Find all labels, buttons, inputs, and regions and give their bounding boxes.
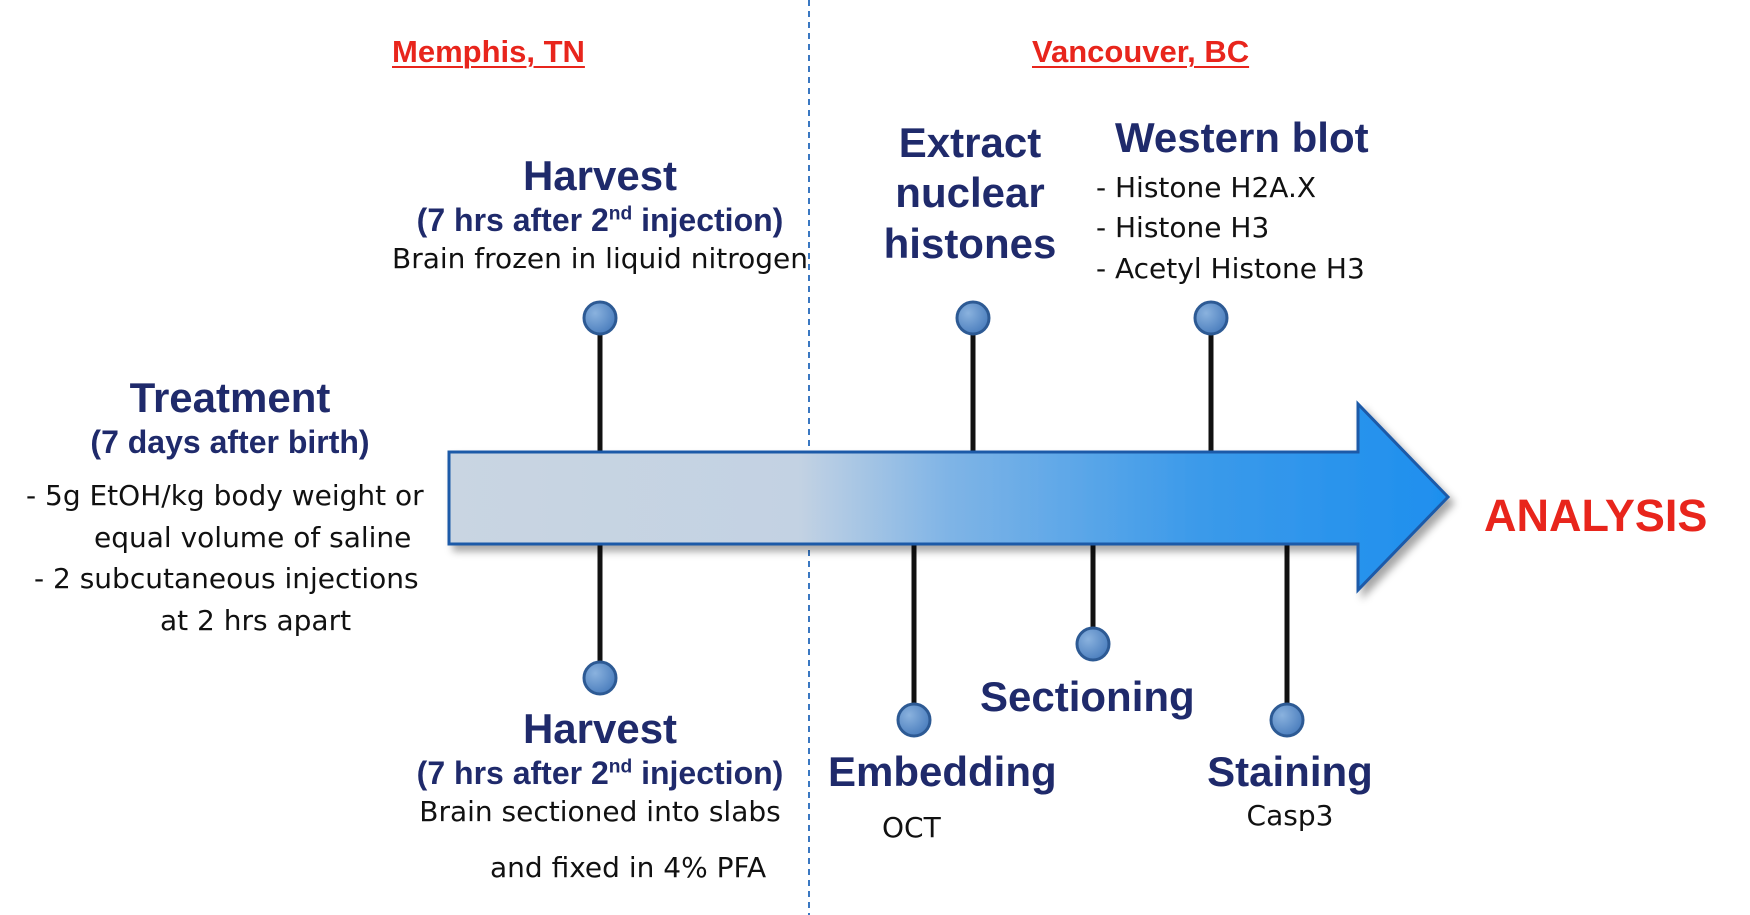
western-blot-title: Western blot: [1115, 114, 1369, 161]
location-memphis: Memphis, TN: [392, 34, 585, 69]
pin-harvest-bottom: [582, 540, 618, 696]
staining-block: Staining Casp3: [1180, 748, 1400, 832]
staining-title: Staining: [1207, 748, 1373, 795]
treatment-line-2: equal volume of saline: [94, 521, 412, 554]
treatment-line-4: at 2 hrs apart: [160, 604, 352, 637]
extract-line-3: histones: [883, 219, 1057, 267]
pin-harvest-top: [582, 300, 618, 455]
western-blot-item-2: - Histone H3: [1096, 211, 1270, 244]
harvest-bottom-detail-2: and fixed in 4% PFA: [490, 851, 767, 884]
harvest-bottom-title: Harvest: [522, 705, 678, 752]
pin-extract: [955, 300, 991, 455]
pin-staining: [1269, 540, 1305, 738]
embedding-detail: OCT: [882, 811, 941, 844]
harvest-top-title: Harvest: [522, 152, 678, 199]
treatment-subtitle: (7 days after birth): [90, 424, 370, 461]
treatment-line-3: - 2 subcutaneous injections: [34, 562, 419, 595]
analysis-label: ANALYSIS: [1484, 490, 1708, 541]
harvest-bottom-block: Harvest (7 hrs after 2nd injection) Brai…: [340, 705, 860, 828]
treatment-block: Treatment (7 days after birth): [0, 374, 460, 461]
treatment-title: Treatment: [129, 374, 331, 421]
harvest-bottom-detail-1: Brain sectioned into slabs: [419, 795, 781, 829]
pin-embedding: [896, 540, 932, 738]
harvest-top-detail: Brain frozen in liquid nitrogen: [392, 242, 808, 276]
embedding-title: Embedding: [828, 748, 1057, 795]
harvest-bottom-subtitle: (7 hrs after 2nd injection): [416, 755, 784, 792]
pin-western-blot: [1193, 300, 1229, 455]
harvest-top-block: Harvest (7 hrs after 2nd injection) Brai…: [340, 152, 860, 275]
extract-block: Extract nuclear histones: [850, 118, 1090, 269]
location-vancouver: Vancouver, BC: [1032, 34, 1250, 69]
harvest-top-subtitle: (7 hrs after 2nd injection): [416, 202, 784, 239]
staining-detail: Casp3: [1246, 799, 1334, 833]
extract-line-2: nuclear: [895, 169, 1045, 217]
treatment-line-1: - 5g EtOH/kg body weight or: [26, 479, 424, 512]
timeline-arrow: [447, 400, 1451, 594]
pin-sectioning: [1075, 540, 1111, 662]
sectioning-title: Sectioning: [980, 673, 1195, 720]
western-blot-item-3: - Acetyl Histone H3: [1096, 252, 1365, 285]
extract-line-1: Extract: [898, 119, 1042, 166]
western-blot-item-1: - Histone H2A.X: [1096, 171, 1317, 204]
